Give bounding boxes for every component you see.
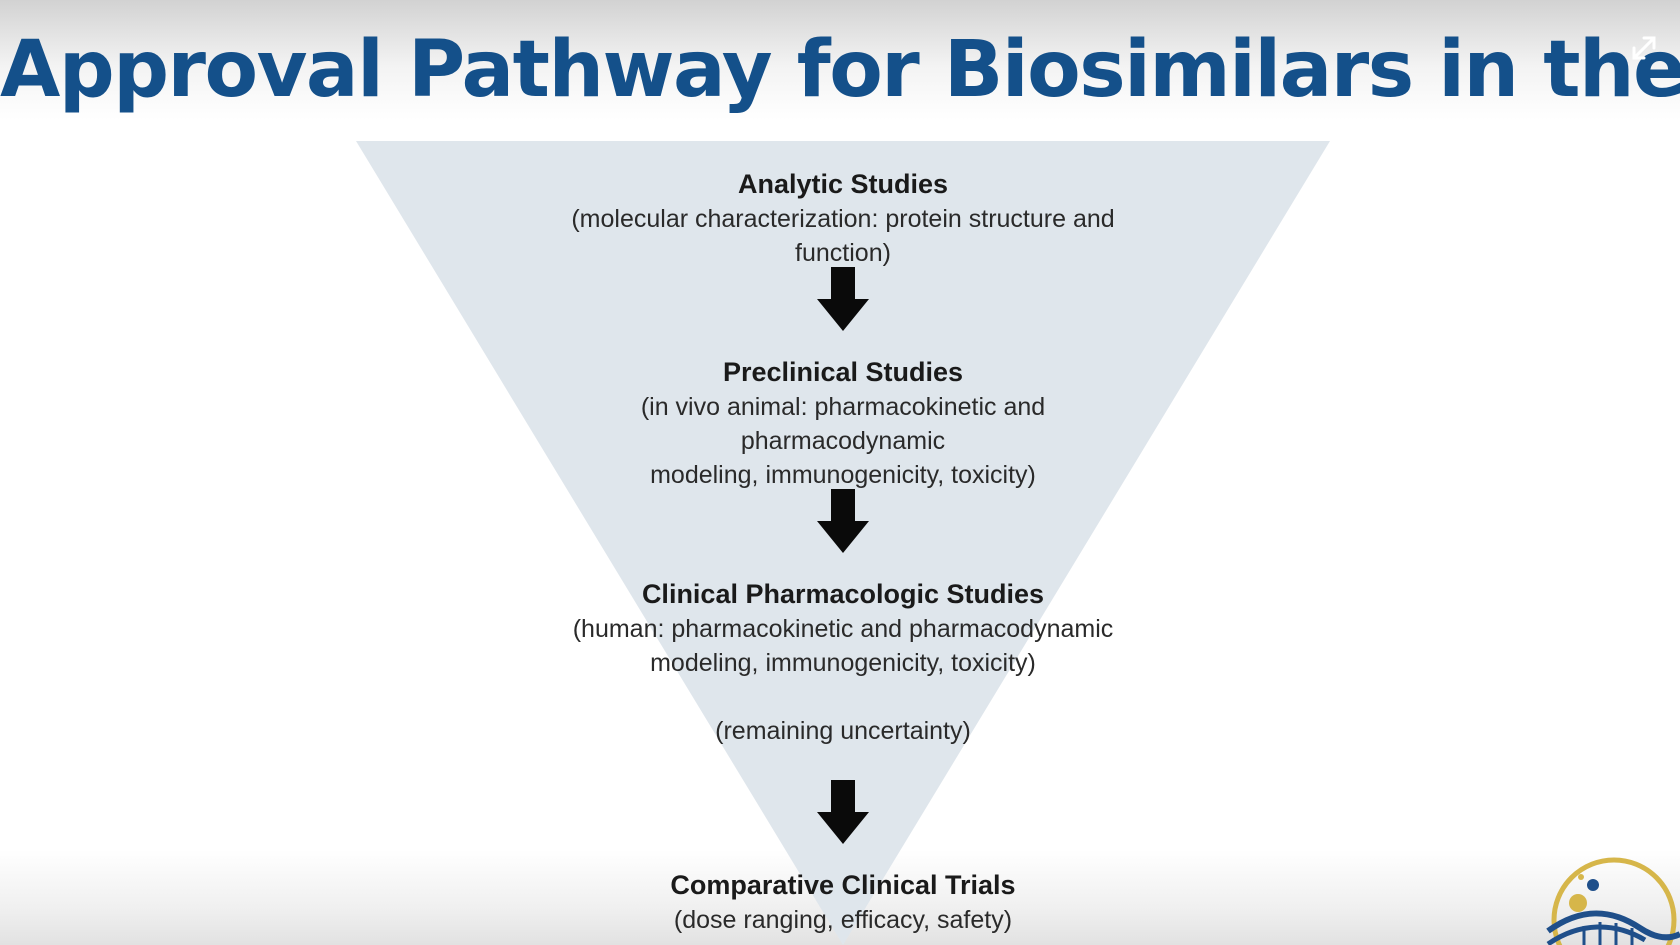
logo-icon [1546, 857, 1680, 945]
stage-note: (remaining uncertainty) [715, 717, 971, 745]
stage-comparative-clinical-trials: Comparative Clinical Trials (dose rangin… [543, 867, 1143, 937]
stage-title: Comparative Clinical Trials [670, 870, 1016, 900]
slide-title: Approval Pathway for Biosimilars in the … [0, 25, 1680, 115]
stage-clinical-pharmacologic-studies: Clinical Pharmacologic Studies (human: p… [543, 576, 1143, 748]
stage-description: (dose ranging, efficacy, safety) [673, 906, 1013, 934]
stage-description: (human: pharmacokinetic and pharmacodyna… [572, 615, 1114, 677]
header-shade [0, 0, 1680, 120]
arrow-down-icon [817, 267, 869, 331]
arrow-down-icon [817, 489, 869, 553]
stage-preclinical-studies: Preclinical Studies (in vivo animal: pha… [543, 354, 1143, 492]
arrow-down-icon [817, 780, 869, 844]
stage-title: Preclinical Studies [722, 357, 964, 387]
stage-description: (molecular characterization: protein str… [571, 205, 1115, 267]
expand-icon[interactable] [1626, 30, 1662, 66]
stage-analytic-studies: Analytic Studies (molecular characteriza… [543, 166, 1143, 270]
stage-title: Analytic Studies [737, 169, 949, 199]
stage-description: (in vivo animal: pharmacokinetic and pha… [640, 393, 1046, 489]
stage-title: Clinical Pharmacologic Studies [641, 579, 1045, 609]
